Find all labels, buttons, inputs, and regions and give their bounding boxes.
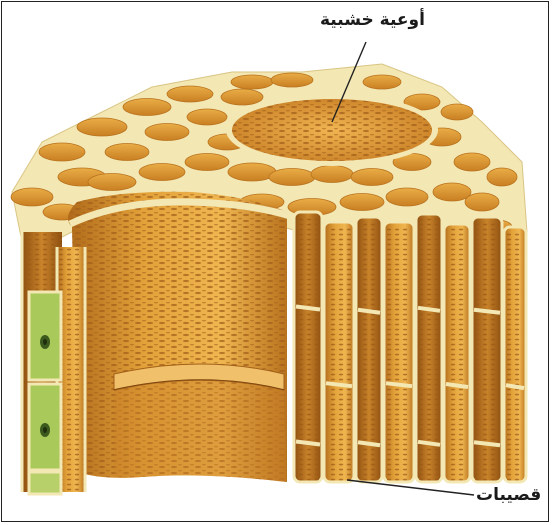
cell-cross-section [228, 163, 276, 181]
vessels-label: أوعية خشبية [320, 10, 425, 30]
cell-cross-section [271, 73, 313, 87]
cell-cross-section [465, 193, 499, 211]
cell-cross-section [139, 164, 185, 181]
cell-cross-section [363, 75, 401, 89]
cell-cross-section [185, 154, 229, 171]
cell-cross-section [11, 188, 53, 206]
tracheids-label: قصيبات [476, 485, 541, 505]
cell-cross-section [269, 169, 315, 186]
cell-cross-section [145, 124, 189, 141]
tracheid-columns [294, 212, 526, 482]
cell-cross-section [123, 99, 171, 116]
cell-cross-section [311, 166, 353, 183]
cell-cross-section [351, 169, 393, 186]
cell-cross-section [221, 89, 263, 105]
cell-cross-section [487, 168, 517, 186]
cell-cross-section [88, 174, 136, 191]
cell-cross-section [433, 183, 471, 201]
cell-cross-section [39, 143, 85, 161]
parenchyma-cells [29, 292, 61, 494]
cell-cross-section [454, 153, 490, 171]
cell-cross-section [77, 118, 127, 136]
large-vessel-back [226, 94, 438, 166]
cell-cross-section [231, 75, 273, 89]
cell-cross-section [187, 109, 227, 125]
cell-cross-section [167, 86, 213, 102]
large-vessel-front [68, 192, 290, 482]
cell-cross-section [105, 144, 149, 161]
cell-cross-section [340, 194, 384, 211]
cell-cross-section [386, 188, 428, 206]
cell-cross-section [441, 104, 473, 120]
